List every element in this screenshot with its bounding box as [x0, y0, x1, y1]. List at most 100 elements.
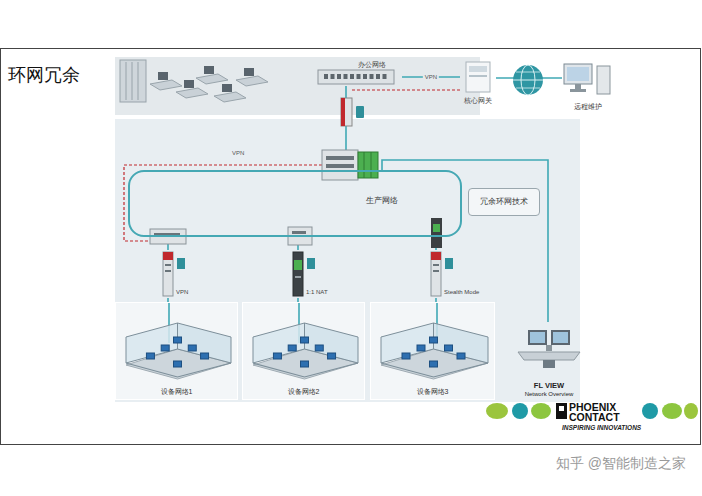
cubicle-icon: [243, 303, 366, 401]
cubicle-part: [305, 323, 359, 363]
office-desks: [158, 72, 168, 80]
core-switch: [358, 152, 378, 178]
dev-red-part: [163, 252, 173, 296]
internet-globe: [516, 72, 540, 73]
core-switch: [326, 156, 354, 160]
switch-part: [357, 74, 361, 79]
dev-red-part: [433, 264, 439, 266]
partition-line: [253, 363, 358, 377]
cubicle-part: [301, 361, 309, 367]
cubicle-part: [253, 323, 305, 363]
brand-dots: [512, 403, 528, 419]
dev-dark-part: [294, 260, 302, 270]
office-desks: [204, 66, 214, 74]
cubicle-part: [188, 345, 196, 351]
diagram-title: 环网冗余: [8, 63, 80, 87]
node-text: 核心网关: [464, 97, 492, 105]
internet-globe: [513, 80, 543, 81]
device-zone: 设备网络1: [115, 302, 238, 400]
cubicle-part: [301, 337, 309, 343]
internet-globe: [516, 88, 540, 89]
node-text: 设备网络1: [161, 388, 193, 396]
security-router: [356, 106, 364, 118]
node-text: Network Overview: [525, 391, 574, 398]
brand-dots: [642, 403, 658, 419]
switch-part: [331, 74, 335, 79]
pc-part: [567, 67, 589, 81]
ring-switch: [150, 218, 442, 248]
dev-red-part: [445, 258, 453, 269]
office-desks: [196, 74, 228, 84]
office-desks: [236, 76, 268, 86]
pc-part: [597, 66, 610, 94]
flview-part: [518, 352, 580, 360]
cubicle-part: [174, 337, 182, 343]
node-text: FL VIEW: [534, 382, 564, 391]
network-link: [382, 160, 548, 322]
device-zone: 设备网络2: [242, 302, 365, 400]
server-rack: [138, 62, 139, 100]
internet-globe: [513, 65, 543, 95]
link-label: VPN: [232, 150, 244, 156]
core-switch: [322, 150, 378, 180]
security-router: [341, 98, 352, 126]
office-desks: [184, 80, 194, 88]
flview-part: [528, 330, 547, 345]
switch-part: [370, 74, 374, 79]
server-rack: [126, 62, 127, 100]
dev-dark-part: [307, 258, 315, 269]
dev-red-part: [431, 252, 441, 296]
cubicle-part: [174, 361, 182, 367]
brand-dots: [531, 403, 551, 419]
vpn-tunnel-line: [352, 89, 462, 90]
node-text: 设备网络2: [288, 388, 320, 396]
office-switch: 办公网络: [318, 60, 402, 86]
cubicle-part: [417, 345, 425, 351]
security-device: 1:1 NAT: [288, 250, 334, 298]
office-desks: [150, 80, 182, 90]
switch-part: [337, 74, 341, 79]
switch-part: [376, 74, 380, 79]
switch-part: [350, 74, 354, 79]
ring-switch: [433, 224, 440, 232]
dev-red-part: [165, 264, 171, 266]
dev-red-part: [431, 252, 441, 260]
brand-dots: [684, 403, 698, 419]
core-switch: [371, 152, 372, 178]
dev-red-part: [165, 270, 171, 272]
brand-mark: [556, 403, 567, 419]
partition-line: [126, 363, 231, 377]
dev-red-part: [433, 270, 439, 272]
server-rack: [120, 60, 146, 102]
switch-part: [324, 74, 328, 79]
cubicle-part: [457, 353, 465, 359]
device-zone: 设备网络3: [370, 302, 495, 400]
pc-part: [570, 89, 586, 92]
node-text: Stealth Mode: [444, 289, 479, 296]
cubicle-part: [445, 345, 453, 351]
brand-dots: [486, 403, 508, 419]
dev-dark-part: [295, 276, 301, 278]
cubicle-part: [201, 353, 209, 359]
brand-mark: [559, 406, 564, 411]
cubicle-part: [434, 323, 489, 363]
cubicle-part: [328, 353, 336, 359]
brand-dots: [662, 403, 682, 419]
remote-pc: 远程维护: [562, 60, 614, 112]
security-device: VPN: [158, 250, 198, 298]
cubicle-icon: [371, 303, 496, 401]
office-desks: [214, 92, 246, 102]
node-text: 1:1 NAT: [306, 289, 328, 296]
server-rack: [120, 60, 146, 102]
production-band: [115, 119, 580, 402]
switch-part: [344, 74, 348, 79]
core-switch: [322, 150, 358, 180]
node-text: 办公网络: [358, 61, 386, 69]
flview-part: [551, 330, 570, 345]
core-switch: [364, 152, 365, 178]
gateway-part: [466, 62, 490, 92]
node-text: 生产网络: [366, 196, 398, 205]
dev-dark-part: [293, 252, 303, 296]
office-desks: [222, 84, 232, 92]
switch-part: [363, 74, 367, 79]
